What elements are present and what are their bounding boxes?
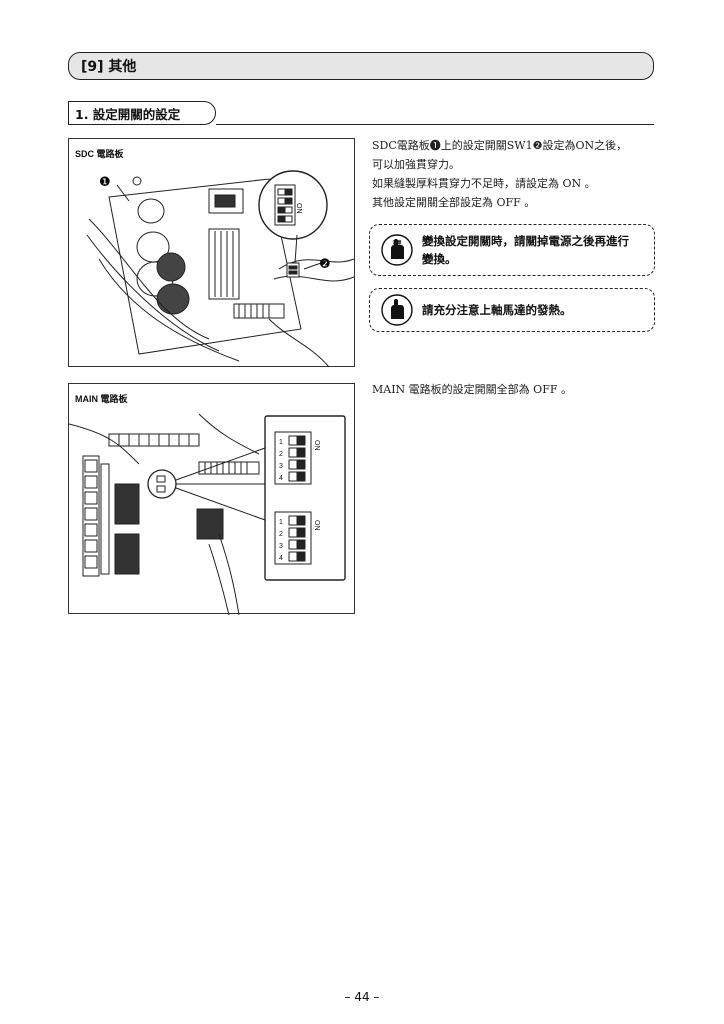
- caution-1-text: 變換設定開關時，請關掉電源之後再進行 變換。: [422, 232, 629, 268]
- main-top-on-label: ON: [313, 440, 320, 451]
- main-board-figure: 1 2 3 4 1 2 3 4 ON ON MAIN 電路板: [68, 383, 355, 615]
- caution-1-line-1: 變換設定開關時，請關掉電源之後再進行: [422, 234, 629, 248]
- section-rule: [216, 124, 654, 125]
- caution-1-line-2: 變換。: [422, 252, 457, 266]
- sdc-board-illustration: ON ❶ ❷: [86, 170, 355, 368]
- caution-box-power-off: 注意 變換設定開關時，請關掉電源之後再進行 變換。: [369, 224, 655, 276]
- main-bottom-switch-2: 2: [279, 531, 283, 538]
- caution-hand-icon: 注意: [381, 234, 413, 266]
- sdc-paragraph-line-4: 其他設定開關全部設定為 OFF 。: [372, 196, 536, 209]
- main-bottom-switch-3: 3: [279, 543, 283, 550]
- main-board-illustration: 1 2 3 4 1 2 3 4 ON ON: [69, 413, 346, 615]
- caution-box-motor-heat: 請充分注意上軸馬達的發熱。: [369, 288, 655, 332]
- main-bottom-switch-4: 4: [279, 555, 283, 562]
- sdc-switch-on-label: ON: [295, 203, 302, 214]
- main-top-switch-3: 3: [279, 463, 283, 470]
- main-figure-label: MAIN 電路板: [75, 394, 128, 404]
- main-bottom-switch-1: 1: [279, 519, 283, 526]
- sdc-figure-label: SDC 電路板: [75, 149, 124, 159]
- chapter-header: [9] 其他: [68, 52, 654, 80]
- main-top-switch-4: 4: [279, 475, 283, 482]
- section-title: 1. 設定開關的設定: [75, 106, 181, 122]
- caution-icon-label: 注意: [393, 239, 402, 246]
- section-header: 1. 設定開關的設定: [68, 101, 216, 125]
- page-number: – 44 –: [344, 990, 380, 1004]
- sdc-board-figure: ON ❶ ❷ SDC 電路板: [68, 138, 355, 368]
- sdc-paragraph: SDC電路板❶上的設定開關SW1❷設定為ON之後， 可以加強貫穿力。 如果縫製厚…: [372, 136, 662, 212]
- main-top-switch-2: 2: [279, 451, 283, 458]
- sdc-paragraph-line-1: SDC電路板❶上的設定開關SW1❷設定為ON之後，: [372, 139, 628, 152]
- sdc-callout-2: ❷: [319, 257, 331, 272]
- sdc-callout-1: ❶: [99, 175, 111, 190]
- main-top-switch-1: 1: [279, 439, 283, 446]
- main-bottom-on-label: ON: [313, 520, 320, 531]
- chapter-title: [9] 其他: [81, 59, 137, 75]
- caution-hand-icon: [381, 294, 413, 326]
- sdc-paragraph-line-3: 如果縫製厚料貫穿力不足時，請設定為 ON 。: [372, 177, 596, 190]
- sdc-paragraph-line-2: 可以加強貫穿力。: [372, 158, 460, 171]
- main-paragraph: MAIN 電路板的設定開關全部為 OFF 。: [372, 383, 572, 396]
- caution-2-text: 請充分注意上軸馬達的發熱。: [422, 303, 572, 317]
